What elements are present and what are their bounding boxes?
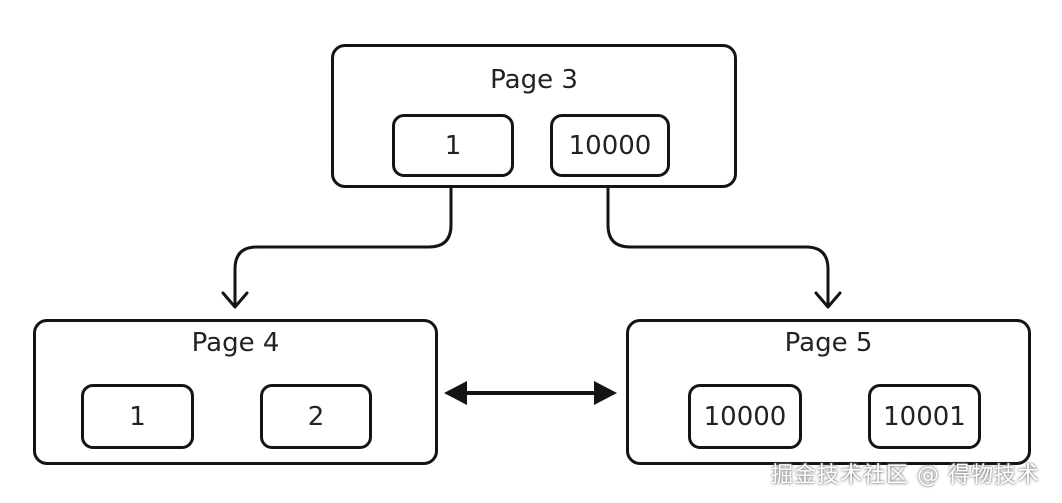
page-4-node: Page 4 1 2 (33, 319, 438, 465)
watermark-text: 掘金技术社区 @ 得物技术 (771, 463, 1040, 488)
page-5-key-2: 10001 (868, 384, 981, 449)
page-3-title: Page 3 (490, 65, 578, 95)
page-5-node: Page 5 10000 10001 (626, 319, 1031, 465)
page-4-title: Page 4 (191, 328, 280, 358)
page-3-key-1: 1 (392, 114, 514, 177)
page-3-node: Page 3 1 10000 (331, 44, 737, 188)
sibling-link-page4-page5 (444, 381, 617, 405)
page-5-title: Page 5 (784, 328, 873, 358)
page-3-key-2: 10000 (550, 114, 670, 177)
child-pointer-page3-to-page4 (221, 184, 453, 309)
page-5-key-1: 10000 (688, 384, 802, 449)
child-pointer-page3-to-page5 (606, 184, 842, 309)
page-4-key-2: 2 (260, 384, 372, 449)
page-4-key-1: 1 (81, 384, 194, 449)
